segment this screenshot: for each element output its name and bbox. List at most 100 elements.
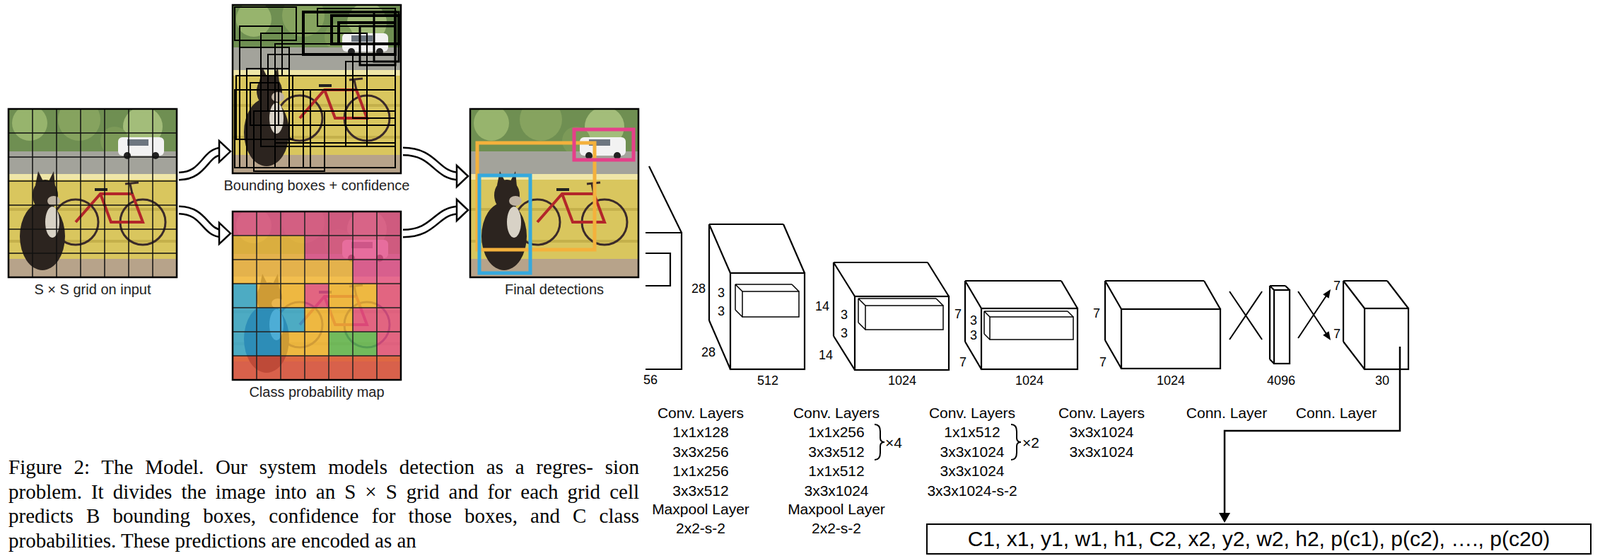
volume-14 [833, 262, 949, 370]
candidate-boxes-part [303, 89, 396, 168]
image-border [232, 4, 401, 174]
layer-label: 3x3x1024 [1069, 424, 1134, 440]
layer-label: Conn. Layer [1295, 405, 1377, 420]
dimension-label: 28 [691, 282, 706, 295]
image-border [232, 211, 401, 380]
partial-volume [645, 166, 682, 370]
car-box [574, 129, 634, 160]
kernel [984, 311, 1074, 340]
candidate-boxes-part [234, 7, 297, 41]
image-border [470, 108, 639, 278]
photo [8, 98, 177, 278]
photo [232, 0, 401, 174]
fc-4096 [1269, 285, 1290, 364]
dimension-label: 7 [1099, 355, 1107, 369]
full-connections [1229, 291, 1330, 340]
dog-box [479, 175, 531, 273]
dimension-label: 14 [818, 348, 833, 362]
boxes-image: Bounding boxes + confidence [232, 4, 401, 174]
candidate-boxes-part [359, 26, 396, 66]
dimension-label: 7 [954, 307, 962, 321]
arrow-shaft-outline [178, 151, 223, 177]
image-border [8, 108, 177, 278]
volume-28-front [730, 272, 805, 370]
output-volume [1343, 280, 1409, 370]
detections-image: Final detections [470, 108, 639, 278]
layer-label: Maxpool Layer [787, 501, 886, 517]
input-image: S × S grid on input [8, 108, 177, 278]
dimension-label: 7 [1093, 306, 1101, 320]
arrow-shaft-outline [403, 151, 460, 177]
grid-lines [232, 211, 401, 380]
layer-label: Conv. Layers [1058, 405, 1145, 420]
layer-label: Conn. Layer [1186, 405, 1267, 420]
arrow-shaft-outline [178, 209, 223, 234]
bounding-boxes-image [232, 0, 401, 174]
arrow-head [219, 140, 231, 162]
dimension-label: 56 [643, 373, 658, 387]
arrowhead [1218, 512, 1231, 523]
final-detections-image [470, 98, 639, 278]
layer-label: 2x2-s-2 [811, 520, 862, 536]
dimension-label: 1024 [1015, 374, 1044, 387]
dimension-label: 14 [815, 299, 830, 313]
layer-label: 1x1x256 [672, 463, 729, 478]
layer-label: Conv. Layers [657, 405, 744, 420]
vector-text: C1, x1, y1, w1, h1, C2, x2, y2, w2, h2, … [967, 526, 1551, 551]
network-volumes [645, 166, 1409, 370]
dimension-label: 7 [959, 355, 967, 369]
volume-7a-front [981, 308, 1078, 370]
kernel-front [989, 316, 1074, 340]
layer-label: 1x1x256 [808, 424, 864, 440]
dimension-label: 3 [970, 313, 978, 327]
dimension-label: 512 [757, 374, 779, 387]
layer-label: ×4 [885, 434, 903, 450]
fc-cross [1298, 291, 1330, 338]
layer-label: 1x1x512 [808, 463, 864, 478]
arrow-shaft-fill [178, 209, 223, 234]
input-grid-image [8, 98, 177, 278]
layer-label: 3x3x256 [672, 444, 729, 459]
dimension-label: 1024 [888, 374, 917, 387]
layer-label: 3x3x512 [808, 444, 864, 459]
dimension-label: 7 [1333, 327, 1341, 341]
arrow-shaft-outline [403, 209, 460, 234]
layer-label: Conv. Layers [793, 405, 880, 420]
layer-label: 3x3x1024 [939, 463, 1004, 478]
fc-4096-front [1274, 289, 1290, 364]
arrowhead [1322, 330, 1331, 341]
dimension-label: 7 [1333, 279, 1341, 293]
layer-label: 3x3x1024-s-2 [926, 482, 1017, 498]
image-caption: Final detections [504, 281, 604, 297]
layer-label: 1x1x128 [672, 424, 729, 440]
volume-14-front [854, 296, 949, 370]
class-map: Class probability map [232, 211, 401, 380]
brace [874, 424, 885, 460]
candidate-boxes-part [374, 12, 399, 62]
dimension-label: 3 [840, 326, 848, 340]
layer-label: 3x3x512 [672, 482, 729, 498]
kernel-front [865, 305, 944, 330]
volume-7b-front [1121, 308, 1221, 369]
layer-label: 3x3x1024 [803, 482, 869, 498]
arrow-head [456, 199, 469, 221]
layer-label: Conv. Layers [929, 405, 1016, 420]
dimension-label: 3 [970, 328, 978, 342]
layer-label: 2x2-s-2 [675, 520, 726, 536]
layer-label: ×2 [1022, 434, 1040, 450]
arrowhead [1322, 289, 1331, 299]
arrow-shaft-fill [403, 209, 460, 234]
layer-label: 1x1x512 [943, 424, 1000, 440]
volume-7b [1105, 280, 1221, 369]
image-caption: Bounding boxes + confidence [224, 177, 411, 194]
layer-label: 3x3x1024 [939, 444, 1004, 459]
candidate-boxes-part [324, 111, 396, 168]
candidate-boxes-part [239, 26, 283, 76]
arrow-shaft-fill [403, 151, 460, 177]
candidate-boxes-part [275, 125, 396, 168]
hollow-arrow [403, 199, 469, 234]
kernel-front [742, 291, 799, 317]
image-caption: S × S grid on input [33, 281, 151, 297]
dimension-label: 4096 [1266, 374, 1296, 387]
